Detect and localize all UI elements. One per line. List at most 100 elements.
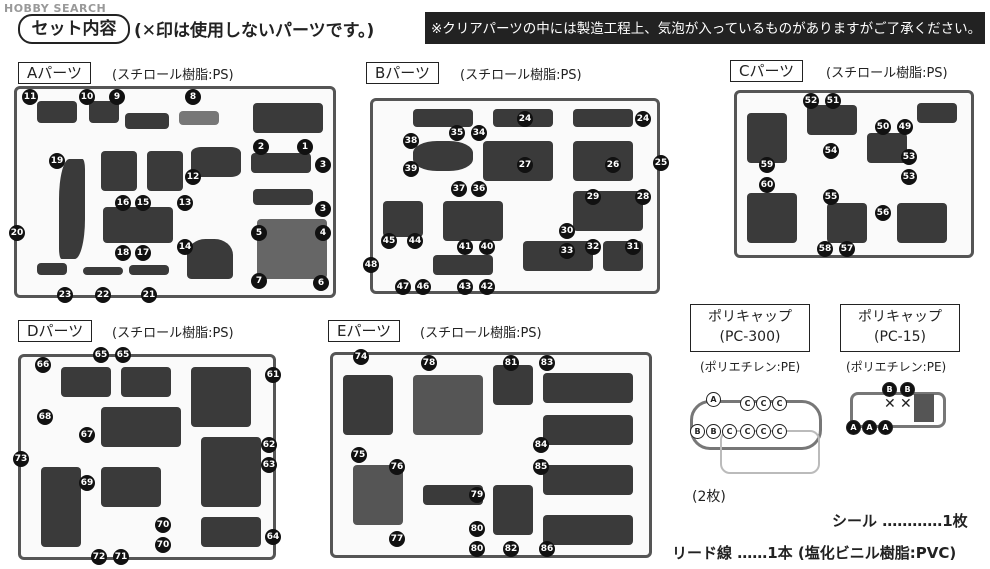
sprue-d-note: (スチロール樹脂:PS) [112,326,234,341]
part-number: 59 [759,157,775,173]
sprue-c: 52 51 50 49 54 53 59 53 60 55 56 58 57 [734,90,974,258]
part-number: 83 [539,355,555,371]
sprue-e-label: Eパーツ [328,320,401,342]
part-number: 75 [351,447,367,463]
part-number: 28 [635,189,651,205]
part-number: 21 [141,287,157,303]
part-number: 15 [135,195,151,211]
part-number: 3 [315,157,331,173]
polycap-name: ポリキャップ [858,309,942,325]
seal-line: シール …………1枚 [832,512,968,530]
part-number: 80 [469,541,485,557]
part-number: 78 [421,355,437,371]
part-number: 19 [49,153,65,169]
part-number: 53 [901,149,917,165]
part-number: 23 [57,287,73,303]
sprue-c-label: Cパーツ [730,60,804,82]
part-number: 63 [261,457,277,473]
sprue-a: 11 10 9 8 1 2 3 19 12 13 3 16 15 5 4 20 … [9,86,336,303]
part-number: 66 [35,357,51,373]
part-number: 3 [315,201,331,217]
part-number: 71 [113,549,129,565]
part-number: 81 [503,355,519,371]
part-number: 86 [539,541,555,557]
part-number: 43 [457,279,473,295]
part-number: 10 [79,89,95,105]
polycap-pc15-box: ポリキャップ (PC-15) [840,304,960,352]
part-number: 38 [403,133,419,149]
part-number: 18 [115,245,131,261]
part-number: 42 [479,279,495,295]
sprue-e: 74 78 81 83 84 75 76 85 79 77 80 80 82 8… [330,349,652,558]
part-number: 50 [875,119,891,135]
sprue-b-note: (スチロール樹脂:PS) [460,68,582,83]
part-number: 61 [265,367,281,383]
part-number: 8 [185,89,201,105]
part-number: 44 [407,233,423,249]
part-number: 79 [469,487,485,503]
part-number: 67 [79,427,95,443]
sprue-c-note: (スチロール樹脂:PS) [826,66,948,81]
part-number: 54 [823,143,839,159]
part-number: 6 [313,275,329,291]
part-number: 77 [389,531,405,547]
polycap-code: (PC-300) [719,329,781,345]
part-number: 41 [457,239,473,255]
unused-mark-icon: ✕ [884,396,896,412]
part-number: 30 [559,223,575,239]
part-number: 60 [759,177,775,193]
part-number: 65 [115,347,131,363]
part-number: 55 [823,189,839,205]
part-number: 29 [585,189,601,205]
part-number: 73 [13,451,29,467]
part-number: 9 [109,89,125,105]
part-number: 76 [389,459,405,475]
part-number: 13 [177,195,193,211]
part-number: 84 [533,437,549,453]
part-number: 1 [297,139,313,155]
part-number: 7 [251,273,267,289]
part-number: 51 [825,93,841,109]
part-number: 37 [451,181,467,197]
part-number: 39 [403,161,419,177]
part-number: 72 [91,549,107,565]
part-number: 49 [897,119,913,135]
sprue-e-note: (スチロール樹脂:PS) [420,326,542,341]
part-number: 16 [115,195,131,211]
part-number: 70 [155,537,171,553]
part-number: 74 [353,349,369,365]
part-number: 34 [471,125,487,141]
part-number: 80 [469,521,485,537]
polycap-name: ポリキャップ [708,309,792,325]
watermark: HOBBY SEARCH [4,2,107,15]
notice-banner: ※クリアパーツの中には製造工程上、気泡が入っているものがありますがご了承ください… [425,12,985,44]
part-number: 20 [9,225,25,241]
sprue-b: 38 35 34 24 24 39 27 26 25 37 36 29 28 4… [363,98,669,295]
polycap-pc15-note: (ポリエチレン:PE) [846,360,947,374]
polycap-pc300-note: (ポリエチレン:PE) [700,360,801,374]
sprue-d-label: Dパーツ [18,320,93,342]
part-number: 31 [625,239,641,255]
part-number: 22 [95,287,111,303]
part-number: 58 [817,241,833,257]
polycap-pc15-runner: B B ✕ ✕ A A A [840,380,950,440]
part-number: 24 [635,111,651,127]
part-number: 14 [177,239,193,255]
part-number: 46 [415,279,431,295]
part-number: 68 [37,409,53,425]
part-number: 17 [135,245,151,261]
part-number: 56 [875,205,891,221]
part-number: 25 [653,155,669,171]
sprue-b-label: Bパーツ [366,62,439,84]
page-title: セット内容 [18,14,130,44]
part-number: 4 [315,225,331,241]
sprue-a-label: Aパーツ [18,62,91,84]
part-number: 11 [22,89,38,105]
part-number: 62 [261,437,277,453]
part-number: 85 [533,459,549,475]
part-number: 57 [839,241,855,257]
lead-wire-line: リード線 ……1本 (塩化ビニル樹脂:PVC) [672,544,957,562]
part-number: 70 [155,517,171,533]
part-number: 69 [79,475,95,491]
part-number: 32 [585,239,601,255]
